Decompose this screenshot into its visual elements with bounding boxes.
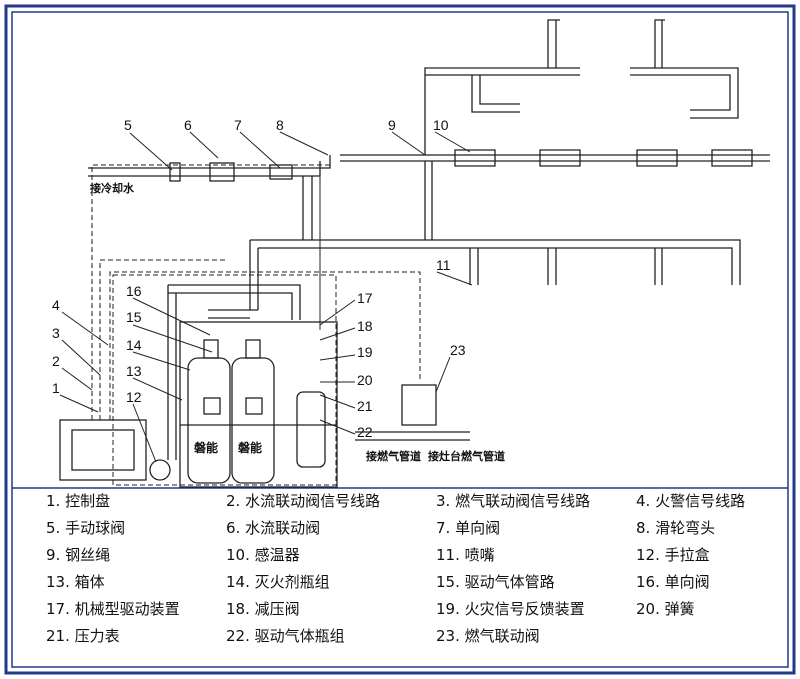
callout-17: 17 [357,290,373,306]
pull-box [149,459,171,481]
legend-item: 11. 喷嘴 [436,546,495,564]
legend-item: 16. 单向阀 [636,573,710,591]
legend-item: 15. 驱动气体管路 [436,573,555,591]
signal-line-fire-alarm [91,164,330,420]
callout-8: 8 [276,117,284,133]
agent-cylinder-left [187,357,231,484]
legend-item: 22. 驱动气体瓶组 [226,627,345,645]
cylinder-mark-left: 磐能 [194,440,218,455]
legend-item: 13. 箱体 [46,573,105,591]
signal-line-gas-valve [109,271,421,420]
legend-item: 4. 火警信号线路 [636,492,746,510]
agent-cylinder-right [231,357,275,484]
callout-16: 16 [126,283,142,299]
legend-item: 10. 感温器 [226,546,300,564]
callout-19: 19 [357,344,373,360]
callout-7: 7 [234,117,242,133]
signal-line-water-valve [99,259,225,420]
legend-item: 3. 燃气联动阀信号线路 [436,492,591,510]
callout-22: 22 [357,424,373,440]
upper-nozzle-pipe [424,67,580,155]
lower-nozzle-pipe [250,239,741,285]
callout-18: 18 [357,318,373,334]
callout-9: 9 [388,117,396,133]
legend-item: 7. 单向阀 [436,519,501,537]
legend-item: 18. 减压阀 [226,600,300,618]
cylinder-mark-right: 磐能 [238,440,262,455]
callout-4: 4 [52,297,60,313]
inner-frame [11,11,789,668]
cooling-water-label: 接冷却水 [90,181,135,195]
callout-13: 13 [126,363,142,379]
legend-item: 14. 灭火剂瓶组 [226,573,330,591]
control-panel [59,419,147,481]
callout-1: 1 [52,380,60,396]
gas-pipe-label: 接燃气管道 [366,449,421,463]
outer-frame [4,4,796,675]
cabinet-box [179,321,338,488]
gas-linkage-valve [401,384,437,426]
callout-6: 6 [184,117,192,133]
callout-10: 10 [433,117,449,133]
legend-item: 2. 水流联动阀信号线路 [226,492,381,510]
drive-gas-cylinder [296,391,326,468]
legend: 1. 控制盘 2. 水流联动阀信号线路 3. 燃气联动阀信号线路 4. 火警信号线路 5… [46,490,786,652]
callout-5: 5 [124,117,132,133]
legend-item: 1. 控制盘 [46,492,111,510]
legend-item: 20. 弹簧 [636,600,695,618]
callout-20: 20 [357,372,373,388]
legend-item: 12. 手拉盒 [636,546,710,564]
callout-21: 21 [357,398,373,414]
legend-item: 5. 手动球阀 [46,519,126,537]
callout-12: 12 [126,389,142,405]
legend-item: 17. 机械型驱动装置 [46,600,180,618]
legend-item: 6. 水流联动阀 [226,519,321,537]
callout-11: 11 [436,257,451,273]
legend-item: 19. 火灾信号反馈装置 [436,600,585,618]
callout-3: 3 [52,325,60,341]
heat-sensors [454,149,753,167]
callout-15: 15 [126,309,142,325]
callout-23: 23 [450,342,466,358]
legend-item: 8. 滑轮弯头 [636,519,716,537]
legend-item: 9. 钢丝绳 [46,546,111,564]
callout-2: 2 [52,353,60,369]
legend-item: 23. 燃气联动阀 [436,627,540,645]
stove-gas-pipe-label: 接灶台燃气管道 [428,449,505,463]
legend-item: 21. 压力表 [46,627,120,645]
callout-14: 14 [126,337,142,353]
